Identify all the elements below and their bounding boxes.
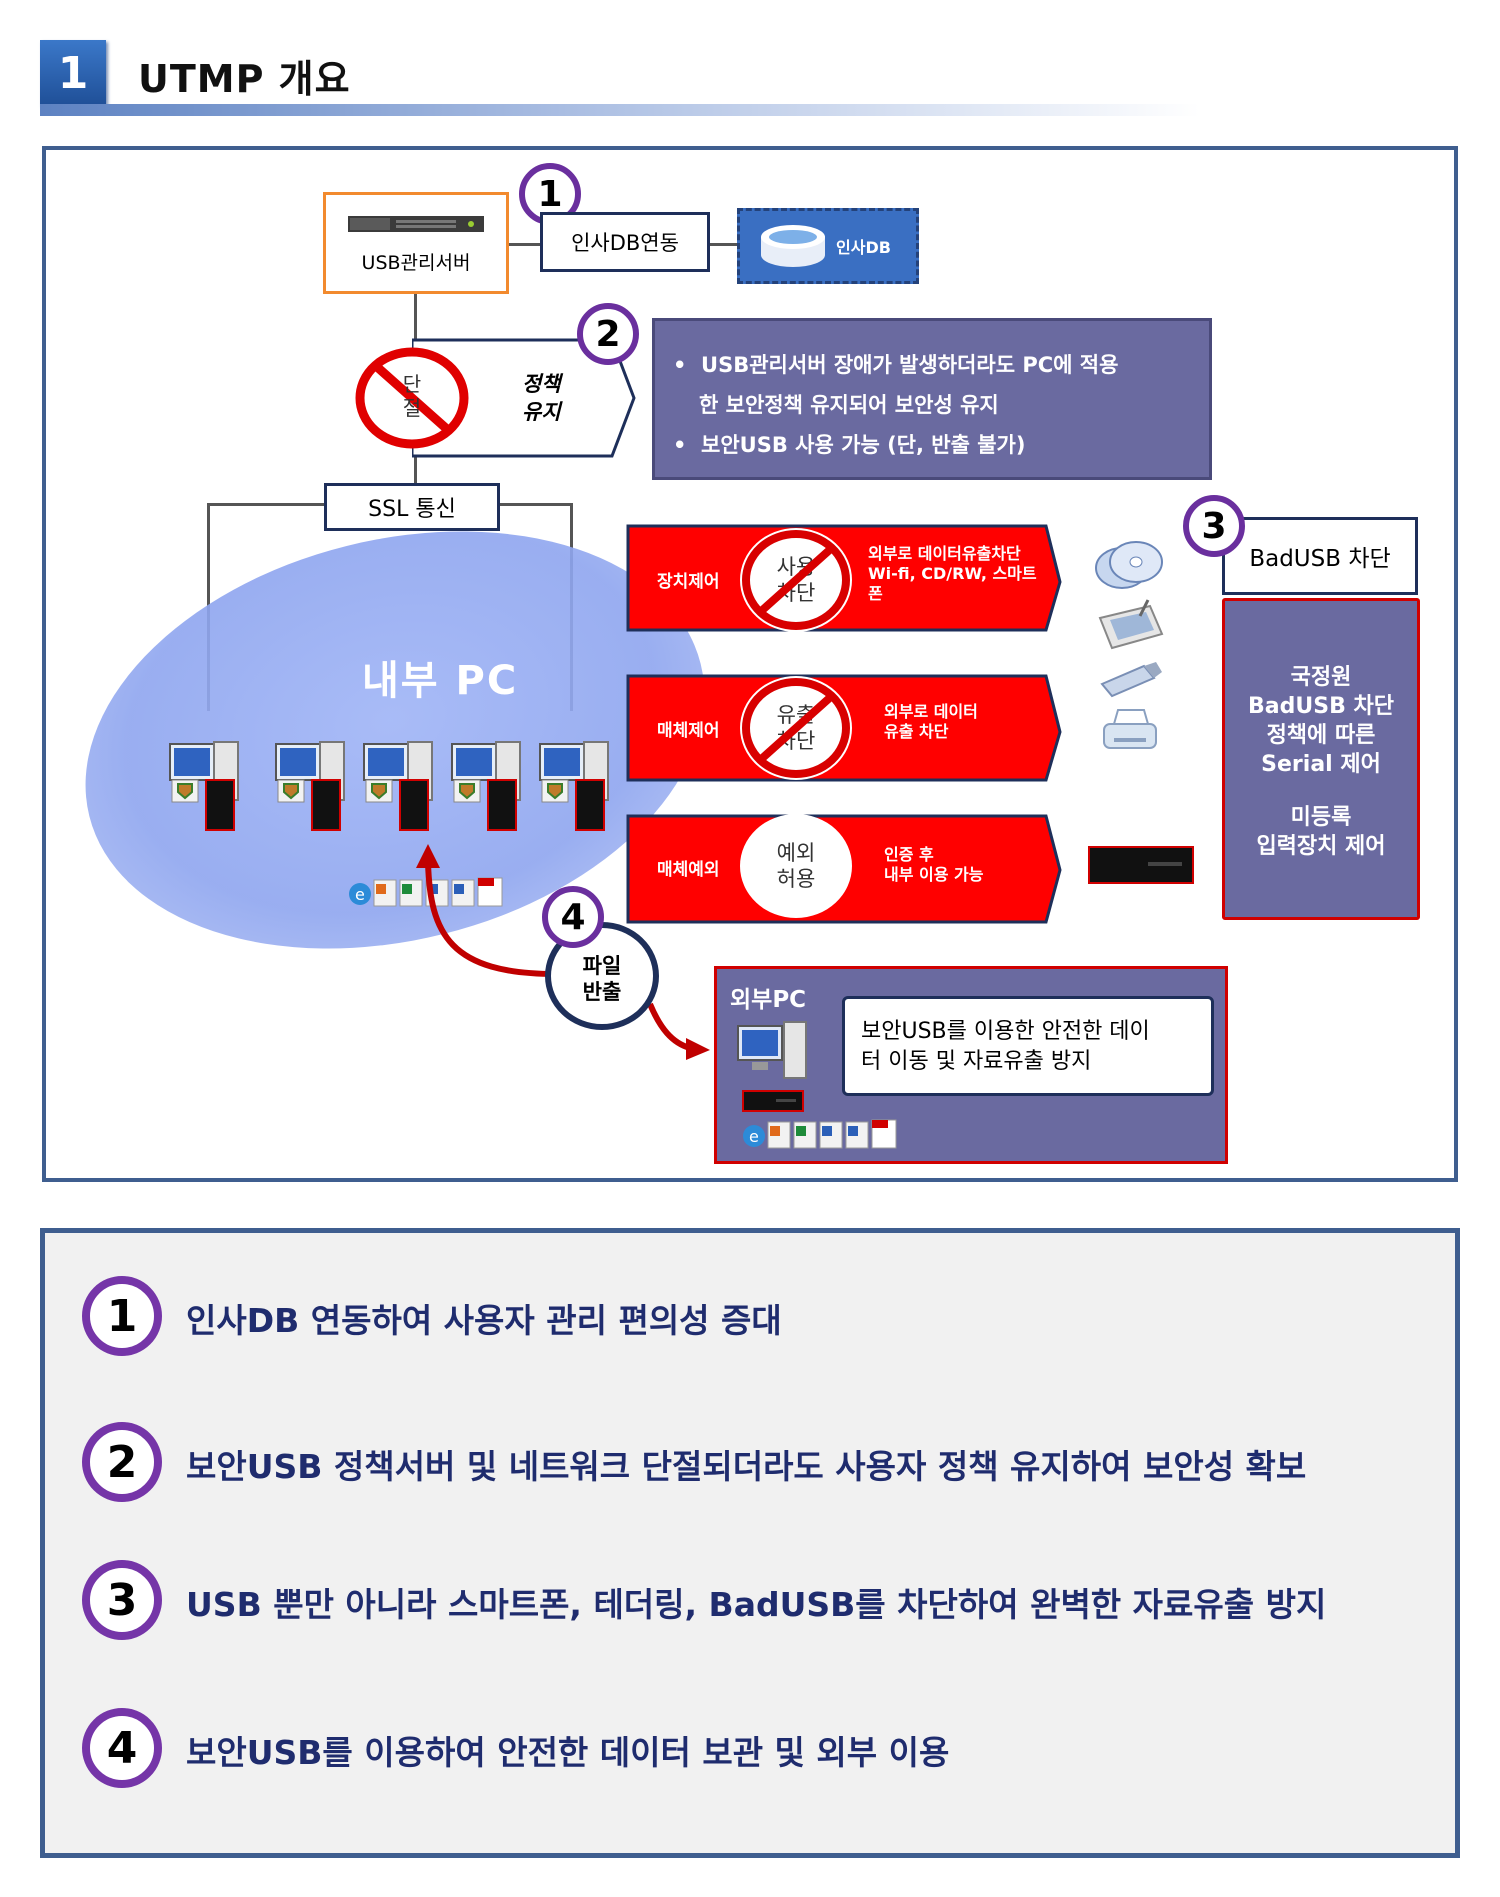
- ssl-box: SSL 통신: [324, 483, 500, 531]
- ssl-right-line: [498, 503, 572, 506]
- title-underline: [40, 104, 1200, 116]
- usage-block-sign: 사용 차단: [740, 528, 852, 632]
- badusb-line-6: 입력장치 제어: [1256, 834, 1386, 859]
- section-number: 1: [40, 40, 106, 106]
- badusb-line-4: Serial 제어: [1261, 752, 1381, 777]
- info-bullet-1-line-2: 한 보안정책 유지되어 보안성 유지: [699, 393, 999, 417]
- disconnect-text: 단절: [402, 372, 422, 420]
- internal-pc-row: [168, 740, 628, 840]
- list-text-4: 보안USB를 이용하여 안전한 데이터 보관 및 외부 이용: [186, 1733, 950, 1772]
- bullet-2-dot: •: [673, 433, 702, 457]
- diagram-frame: [42, 146, 1458, 1182]
- external-secure-usb-icon: [742, 1090, 804, 1112]
- external-pc-info-box: 보안USB를 이용한 안전한 데이 터 이동 및 자료유출 방지: [842, 996, 1214, 1096]
- badusb-line-1: 국정원: [1290, 665, 1352, 690]
- policy-keep-label: 정책 유지: [522, 370, 561, 426]
- usb-server-label: USB관리서버: [361, 251, 471, 274]
- section-title: UTMP 개요: [138, 57, 351, 101]
- media-control-text-2: 유출 차단: [884, 722, 949, 741]
- internal-pc-icon: [450, 740, 526, 838]
- media-exception-text-1: 인증 후: [884, 845, 934, 864]
- list-number-4: 4: [82, 1708, 162, 1788]
- secure-usb-device-icon: [1088, 846, 1194, 884]
- external-documents-icon: e: [743, 1119, 897, 1149]
- badusb-title-box: BadUSB 차단: [1222, 517, 1418, 595]
- cd-icon: [1095, 541, 1163, 589]
- failover-info-panel: • USB관리서버 장애가 발생하더라도 PC에 적용 한 보안정책 유지되어 …: [652, 318, 1212, 480]
- media-exception-label: 매체예외: [657, 860, 720, 880]
- badusb-line-2: BadUSB 차단: [1248, 694, 1394, 719]
- media-control-text: 외부로 데이터 유출 차단: [884, 702, 978, 742]
- marker-1: 1: [519, 163, 581, 225]
- disconnect-label: 단절: [354, 372, 470, 420]
- external-pc-title: 외부PC: [730, 987, 807, 1013]
- device-control-text: 외부로 데이터유출차단 Wi-fi, CD/RW, 스마트 폰: [868, 544, 1037, 604]
- badusb-line-3: 정책에 따른: [1266, 723, 1376, 748]
- prohibition-icon: [742, 678, 850, 778]
- media-exception-text-2: 내부 이용 가능: [884, 865, 984, 884]
- exception-allow-text-1: 예외: [776, 841, 816, 865]
- internal-pc-label: 내부 PC: [362, 658, 519, 704]
- file-export-text-2: 반출: [582, 980, 622, 1004]
- usb-drive-icon: [1100, 662, 1162, 698]
- media-control-label: 매체제어: [657, 721, 720, 741]
- rack-server-icon: [348, 215, 484, 232]
- printer-icon: [1103, 709, 1157, 749]
- badusb-spacer: [1225, 779, 1417, 803]
- list-number-3: 3: [82, 1560, 162, 1640]
- exception-allow-circle: 예외 허용: [740, 814, 852, 918]
- svg-text:e: e: [355, 885, 365, 904]
- marker-2: 2: [577, 303, 639, 365]
- device-control-text-3: 폰: [868, 584, 883, 603]
- device-control-text-2: Wi-fi, CD/RW, 스마트: [868, 564, 1037, 583]
- file-export-text-1: 파일: [582, 954, 622, 978]
- database-icon: [761, 225, 825, 267]
- usb-server-box: USB관리서버: [323, 192, 509, 294]
- internal-pc-icon: [274, 740, 350, 838]
- external-pc-text-2: 터 이동 및 자료유출 방지: [861, 1049, 1092, 1074]
- document-files-icon: e: [349, 877, 503, 907]
- media-exception-text: 인증 후 내부 이용 가능: [884, 845, 983, 885]
- info-bullet-2: 보안USB 사용 가능 (단, 반출 불가): [701, 433, 1026, 457]
- db-link-db-line: [709, 243, 739, 246]
- device-control-label: 장치제어: [657, 572, 720, 592]
- external-pc-icon: [737, 1021, 807, 1079]
- feature-list-panel: [40, 1228, 1460, 1858]
- prohibition-icon: [742, 530, 850, 630]
- prohibition-icon: [355, 347, 469, 449]
- server-db-link-line: [507, 243, 541, 246]
- hr-db-box: 인사DB: [737, 208, 919, 284]
- disconnect-sign: 단절: [354, 346, 470, 450]
- marker-3: 3: [1183, 495, 1245, 557]
- policy-keep-label-2: 유지: [522, 400, 561, 424]
- list-text-2: 보안USB 정책서버 및 네트워크 단절되더라도 사용자 정책 유지하여 보안성…: [186, 1447, 1307, 1486]
- leak-block-sign: 유출 차단: [740, 676, 852, 780]
- list-number-1: 1: [82, 1276, 162, 1356]
- info-bullet-1-line-1: USB관리서버 장애가 발생하더라도 PC에 적용: [701, 353, 1119, 377]
- ssl-left-line: [207, 503, 327, 506]
- internal-pc-icon: [168, 740, 244, 838]
- export-arrows: [416, 844, 710, 1060]
- badusb-line-5: 미등록: [1290, 805, 1352, 830]
- bullet-1-dot: •: [673, 353, 702, 377]
- hr-db-label: 인사DB: [836, 238, 891, 257]
- external-pc-text-1: 보안USB를 이용한 안전한 데이: [861, 1019, 1150, 1044]
- internal-documents: e: [348, 876, 508, 912]
- exception-allow-text-2: 허용: [776, 867, 816, 891]
- media-control-text-1: 외부로 데이터: [884, 702, 978, 721]
- policy-keep-label-1: 정책: [522, 372, 561, 396]
- internal-pc-icon: [538, 740, 614, 838]
- badusb-panel: 국정원 BadUSB 차단 정책에 따른 Serial 제어 미등록 입력장치 …: [1222, 598, 1420, 920]
- marker-4: 4: [542, 886, 604, 948]
- device-control-text-1: 외부로 데이터유출차단: [868, 544, 1021, 563]
- tablet-icon: [1098, 599, 1164, 650]
- svg-text:e: e: [749, 1127, 759, 1146]
- list-text-1: 인사DB 연동하여 사용자 관리 편의성 증대: [186, 1301, 782, 1340]
- list-number-2: 2: [82, 1422, 162, 1502]
- db-link-box: 인사DB연동: [540, 212, 710, 272]
- internal-pc-icon: [362, 740, 438, 838]
- list-text-3: USB 뿐만 아니라 스마트폰, 테더링, BadUSB를 차단하여 완벽한 자…: [186, 1585, 1327, 1624]
